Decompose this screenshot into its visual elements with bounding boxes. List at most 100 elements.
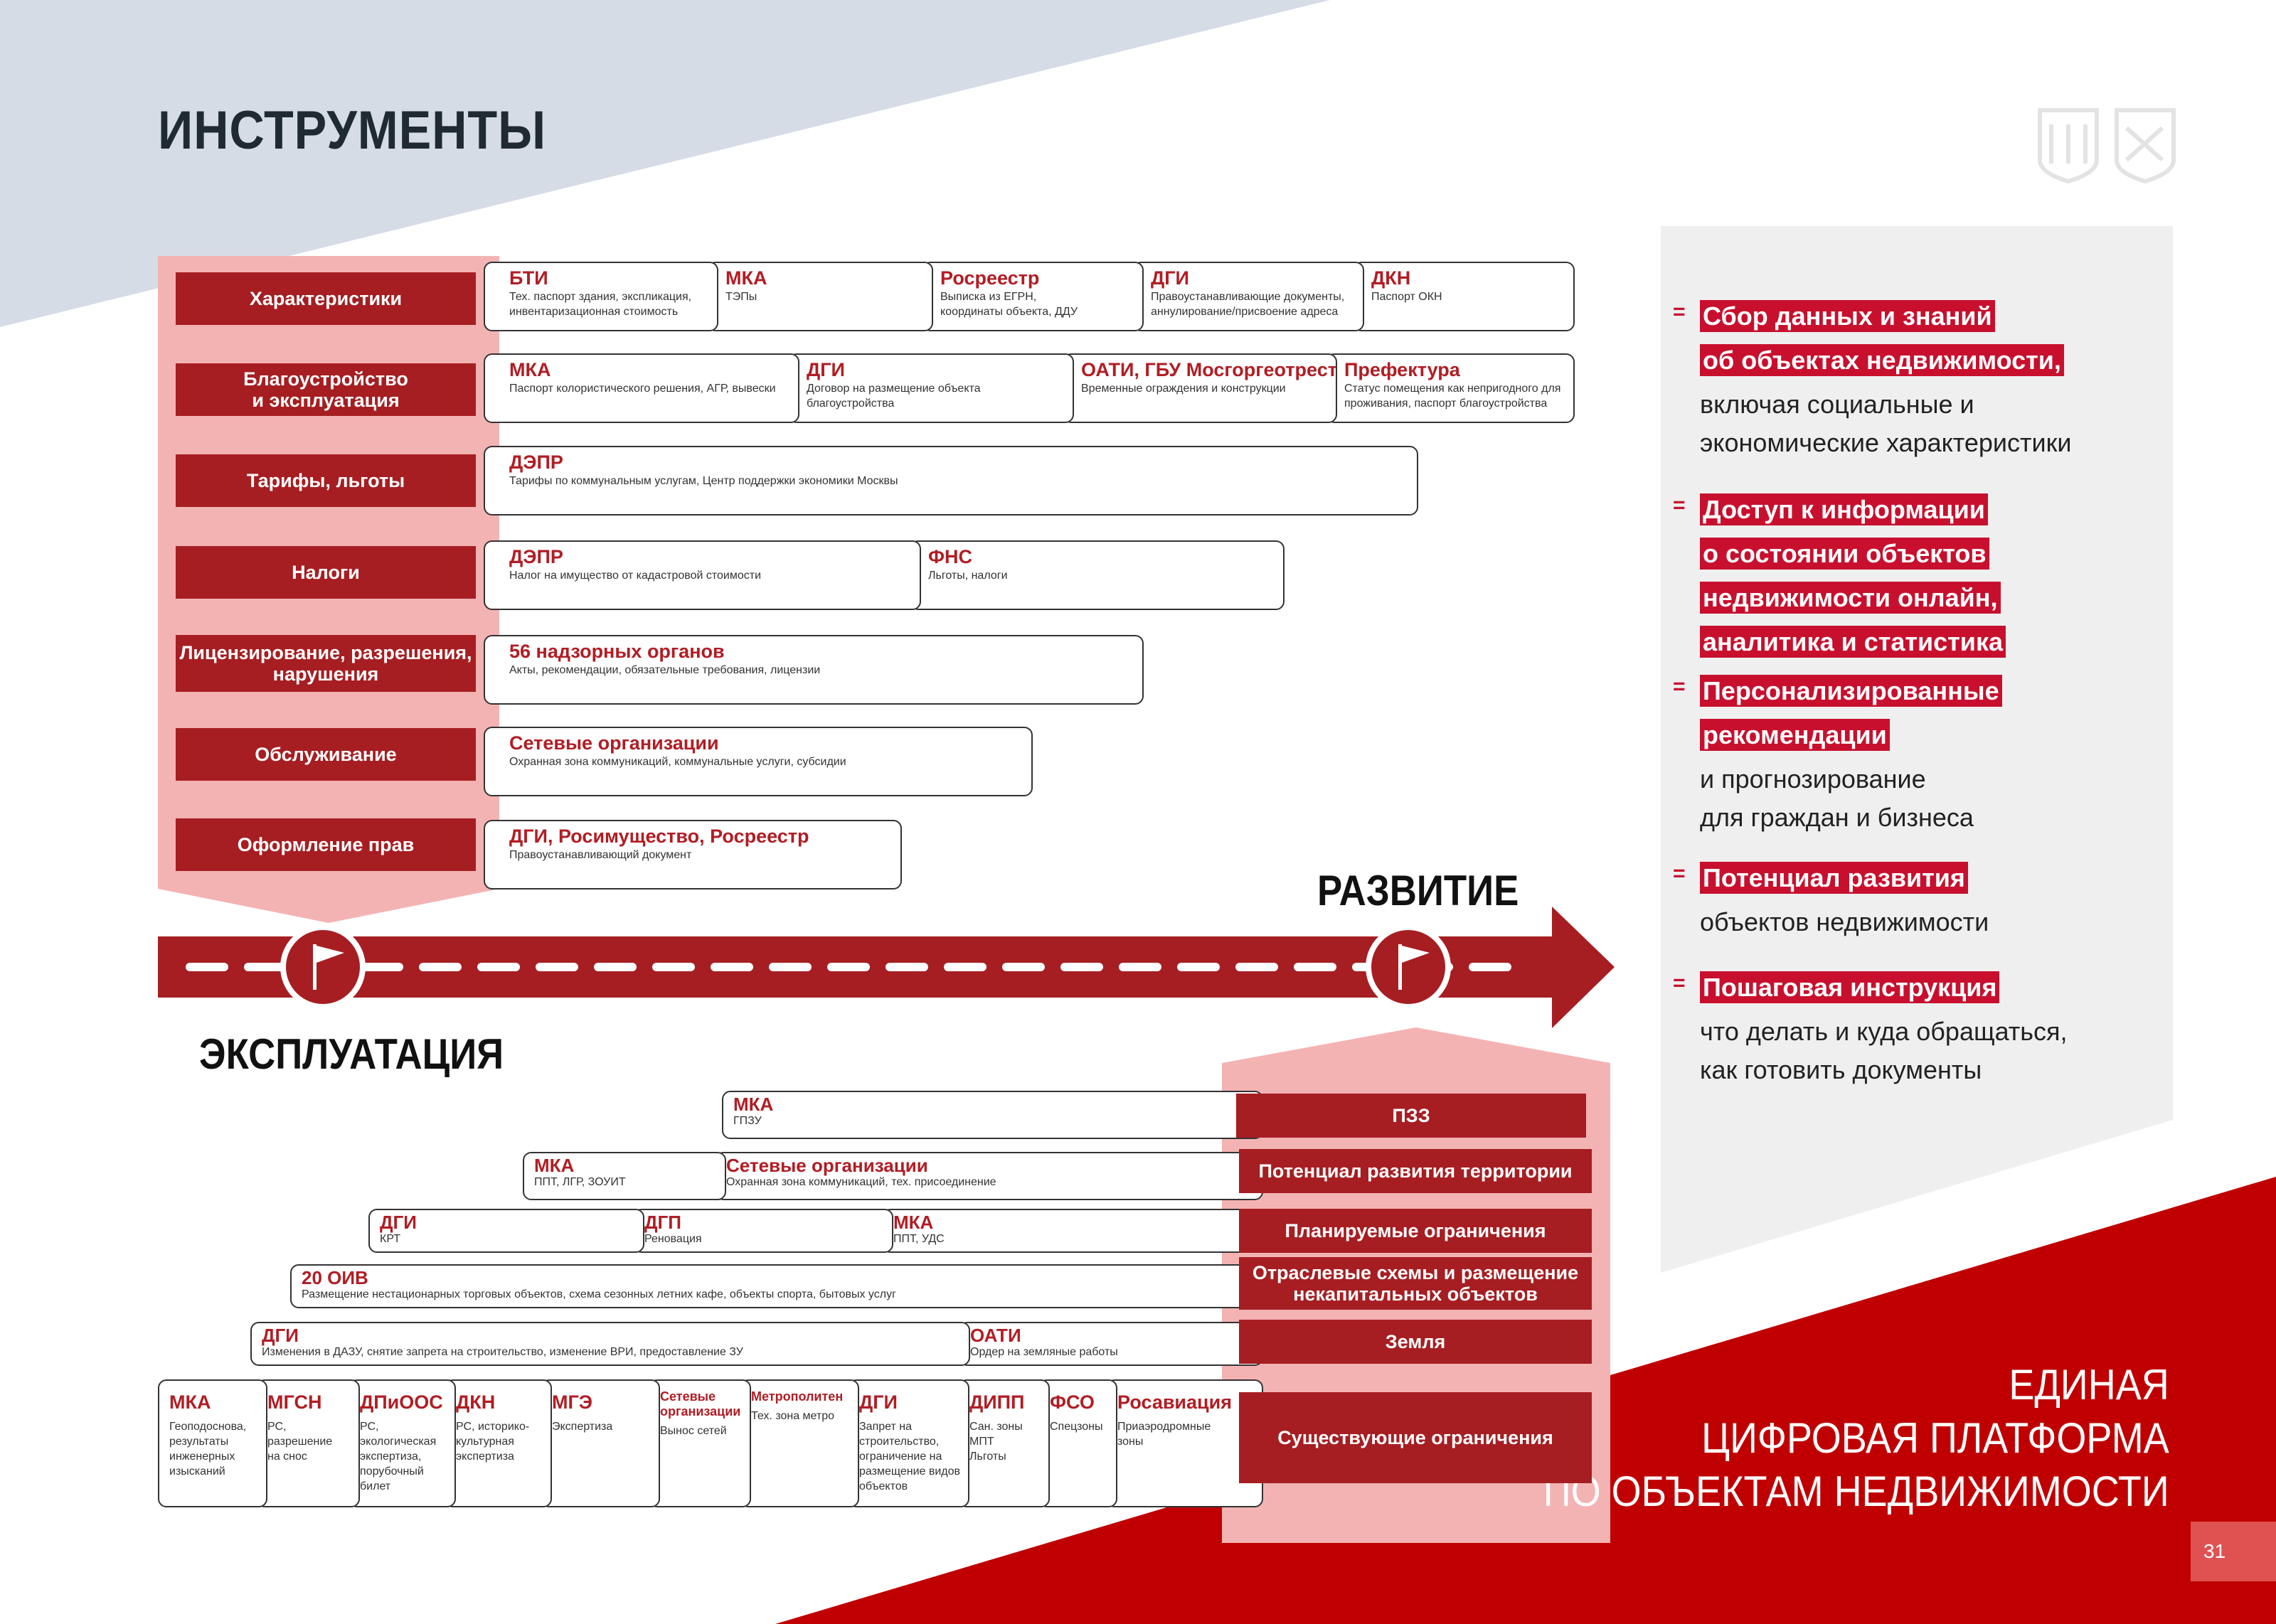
org-description: КРТ [380, 1233, 401, 1245]
platform-title: ЕДИНАЯ ЦИФРОВАЯ ПЛАТФОРМА ПО ОБЪЕКТАМ НЕ… [1543, 1361, 2169, 1515]
org-description: Паспорт ОКН [1371, 291, 1442, 303]
bullet-mark: = [1673, 300, 1686, 324]
stage-development-label: РАЗВИТИЕ [1317, 867, 1519, 914]
org-tile: МГЭ Экспертиза [541, 1379, 660, 1507]
org-description: Паспорт колористического решения, АГР, в… [509, 383, 776, 395]
category-label: Планируемые ограничения [1239, 1209, 1592, 1253]
benefit-highlight: Пошаговая инструкция [1700, 971, 2000, 1003]
org-name: ДКН [1371, 267, 1411, 289]
org-name: ФНС [928, 546, 973, 567]
benefit-highlight-wrap: Персонализированные рекомендации [1700, 672, 2162, 760]
benefit-text: объектов недвижимости [1700, 907, 1989, 936]
org-description: Вынос сетей [660, 1425, 727, 1437]
category-label: Оформление прав [176, 818, 476, 871]
category-label: Потенциал развития территории [1239, 1149, 1592, 1193]
benefit-text: и прогнозирование для граждан и бизнеса [1700, 764, 1974, 832]
timeline-arrow [158, 907, 1615, 1028]
benefit-item: =Сбор данных и знаний об объектах недвиж… [1673, 297, 2162, 462]
bullet-mark: = [1673, 675, 1686, 698]
org-tile: МКА Геоподоснова, результаты инженерных и… [158, 1379, 267, 1507]
category-label: Земля [1239, 1320, 1592, 1364]
category-label: Налоги [176, 546, 476, 599]
org-name: ДГИ [380, 1212, 417, 1233]
org-name: Сетевые организации [726, 1155, 928, 1176]
org-name: ОАТИ [970, 1325, 1021, 1346]
org-name: ДИПП [969, 1391, 1025, 1413]
category-label: Благоустройство и эксплуатация [176, 363, 476, 416]
benefit-highlight: Потенциал развития [1700, 862, 1968, 894]
org-description: Приаэродромные зоны [1117, 1421, 1211, 1448]
org-description: Геоподоснова, результаты инженерных изыс… [169, 1421, 247, 1478]
category-label: ПЗЗ [1236, 1094, 1586, 1138]
benefit-highlight-wrap: Доступ к информации о состоянии объектов… [1700, 491, 2162, 667]
benefit-item: = Доступ к информации о состоянии объекто… [1673, 491, 2162, 667]
org-name: Метрополитен [751, 1389, 844, 1404]
org-name: МКА [169, 1391, 211, 1413]
org-name: ДГИ [262, 1325, 299, 1346]
benefit-highlight: Доступ к информации о состоянии объектов… [1700, 493, 2006, 658]
org-description: Договор на размещение объекта благоустро… [807, 383, 981, 410]
org-name: ФСО [1050, 1391, 1095, 1413]
benefit-highlight-wrap: Потенциал развития [1700, 859, 2162, 903]
org-description: Охранная зона коммуникаций, тех. присоед… [726, 1176, 996, 1188]
category-label: Лицензирование, разрешения, нарушения [176, 635, 476, 692]
org-description: Выписка из ЕГРН, координаты объекта, ДДУ [940, 291, 1078, 318]
org-name: Сетевые организации [660, 1389, 741, 1419]
org-description: РС, историко- культурная экспертиза [456, 1421, 530, 1463]
org-name: ДГИ [1151, 267, 1189, 289]
org-name: 56 надзорных органов [509, 641, 725, 662]
org-name: БТИ [509, 267, 548, 289]
org-name: МКА [534, 1155, 575, 1176]
benefit-text: включая социальные и экономические харак… [1700, 390, 2072, 457]
bullet-mark: = [1673, 862, 1686, 885]
page-title: ИНСТРУМЕНТЫ [158, 100, 546, 161]
org-description: Запрет на строительство, ограничение на … [859, 1421, 961, 1492]
org-description: Спецзоны [1050, 1421, 1103, 1433]
category-label: Отраслевые схемы и размещение некапиталь… [1239, 1257, 1592, 1310]
org-description: ГПЗУ [733, 1115, 762, 1127]
org-description: Экспертиза [552, 1421, 613, 1433]
org-name: ДГИ, Росимущество, Росреестр [509, 826, 809, 847]
org-tile: ФСО Спецзоны [1038, 1379, 1117, 1507]
org-name: Сетевые организации [509, 732, 719, 754]
org-name: МГСН [267, 1391, 322, 1413]
flag-icon [1366, 924, 1451, 1010]
org-description: Тех. зона метро [751, 1410, 835, 1422]
org-name: МКА [509, 359, 551, 380]
org-description: Акты, рекомендации, обязательные требова… [509, 664, 821, 676]
bullet-mark: = [1673, 493, 1686, 517]
org-name: Росреестр [940, 267, 1040, 289]
org-name: ДГИ [859, 1391, 898, 1413]
org-description: Реновация [644, 1233, 702, 1245]
org-description: Тех. паспорт здания, экспликация, инвент… [509, 291, 692, 318]
org-description: Сан. зоны МПТ Льготы [969, 1421, 1023, 1463]
org-description: Ордер на земляные работы [970, 1346, 1118, 1358]
page-number: 31 [2191, 1522, 2276, 1581]
org-description: ТЭПы [725, 291, 757, 303]
org-description: РС, экологическая экспертиза, порубочный… [360, 1421, 437, 1492]
stage-operation-label: ЭКСПЛУАТАЦИЯ [199, 1030, 504, 1078]
org-name: 20 ОИВ [302, 1267, 368, 1288]
org-name: МГЭ [552, 1391, 593, 1413]
